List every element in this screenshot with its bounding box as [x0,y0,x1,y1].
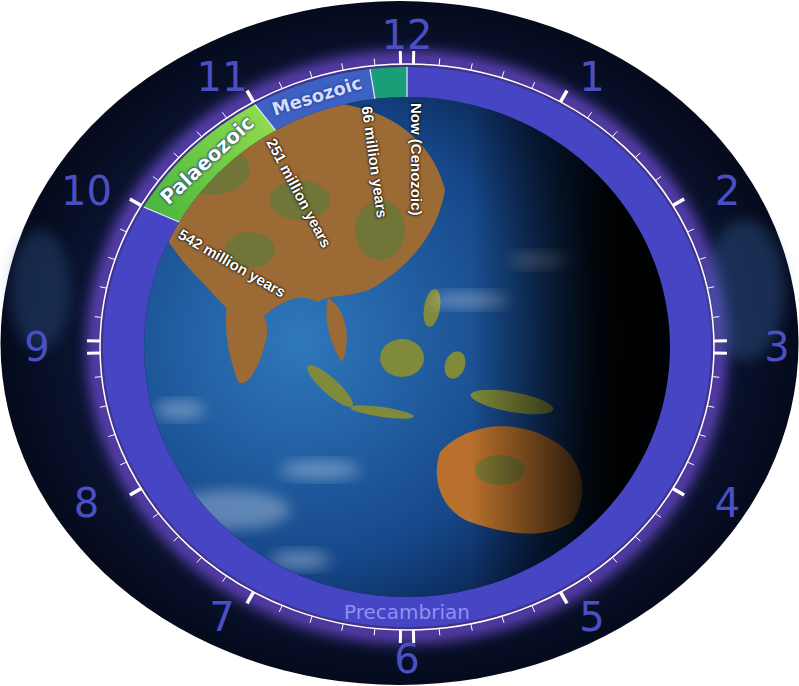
era-band-label: Palaeozoic [155,111,257,209]
clock-numeral: 3 [764,327,789,367]
clock-tick [673,199,684,206]
clock-tick [673,489,684,496]
clock-tick [130,199,141,206]
clock-tick [197,557,202,562]
time-label: 66 million years [359,105,390,219]
clock-tick [108,257,115,259]
clock-tick [174,153,179,158]
clock-tick [699,434,706,436]
clock-tick [635,153,640,158]
clock-tick [712,316,719,318]
clock-numeral: 1 [579,57,604,97]
clock-tick [100,406,107,407]
clock-tick [95,376,102,378]
clock-tick [374,59,376,66]
clock-tick [222,576,226,582]
clock-tick [279,82,282,88]
clock-tick [714,339,727,342]
era-band [144,105,276,222]
clock-numeral: 4 [715,483,740,523]
clock-tick [561,592,568,603]
clock-tick [439,59,441,66]
era-boundary [370,69,375,99]
clock-tick [687,462,693,465]
era-name: Precambrian [344,601,470,623]
clock-tick [532,82,535,88]
clock-tick [712,376,719,378]
clock-tick [120,462,126,465]
clock-tick [561,91,568,102]
clock-tick [699,257,706,259]
clock-numeral: 7 [209,597,234,637]
era-boundary [144,207,180,222]
clock-tick [87,339,100,342]
clock-numeral: 10 [61,171,112,211]
clock-tick [714,351,727,354]
time-label: 542 million years [176,226,288,299]
clock-tick [587,112,591,118]
clock-numeral: 9 [24,327,49,367]
clock-tick [153,513,159,517]
era-boundary [406,67,407,97]
clock-tick [374,628,376,635]
clock-tick [707,287,714,288]
clock-tick [612,131,617,136]
clock-tick [174,536,179,541]
era-band-label: Precambrian [344,601,470,623]
clock-tick [471,63,472,70]
clock-numeral: 6 [394,639,419,679]
clock-tick [502,71,504,78]
clock-tick [120,229,126,232]
time-label: Now (Cenozoic) [409,103,424,216]
time-label: 251 million years [264,136,334,250]
clock-tick [502,616,504,623]
era-band [103,67,711,627]
clock-tick [439,628,441,635]
clock-tick [197,131,202,136]
clock-tick [635,536,640,541]
clock-tick [532,606,535,612]
clock-tick [655,513,661,517]
clock-tick [247,592,254,603]
clock-tick [247,91,254,102]
clock-tick [707,406,714,407]
clock-tick [310,71,312,78]
clock-tick [587,576,591,582]
clock-numeral: 2 [715,171,740,211]
clock-numeral: 11 [197,57,248,97]
clock-tick [612,557,617,562]
clock-tick [153,177,159,181]
clock-tick [655,177,661,181]
clock-tick [342,63,343,70]
clock-tick [100,287,107,288]
clock-tick [95,316,102,318]
clock-tick [471,624,472,631]
era-band [370,67,407,99]
clock-numeral: 5 [579,597,604,637]
clock-tick [222,112,226,118]
clock-tick [687,229,693,232]
clock-tick [87,351,100,354]
clock-tick [108,434,115,436]
clock-tick [342,624,343,631]
era-band-label: Mesozoic [270,72,365,119]
era-name: Mesozoic [270,72,365,119]
clock-tick [310,616,312,623]
tick-ring [100,64,714,630]
era-name: Palaeozoic [155,111,257,209]
era-band [255,69,375,130]
clock-tick [279,606,282,612]
clock-tick [130,489,141,496]
clock-numeral: 8 [74,483,99,523]
clock-numeral: 12 [382,15,433,55]
